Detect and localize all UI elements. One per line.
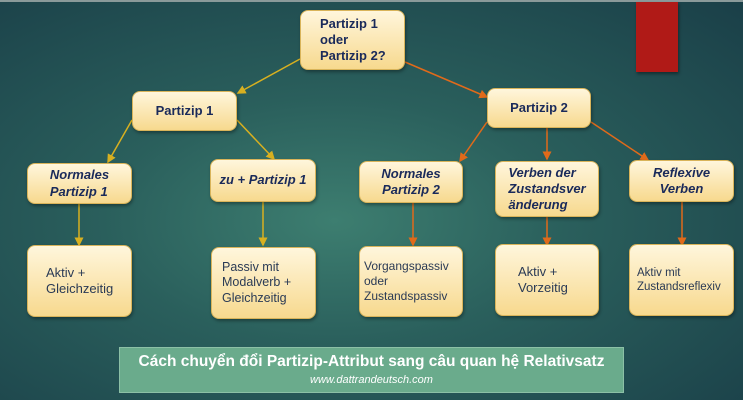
aktiv-zustandsreflexiv-node: Aktiv mit Zustandsreflexiv	[629, 244, 734, 316]
normales-partizip-1-node: Normales Partizip 1	[27, 163, 132, 204]
vorgangspassiv-node: Vorgangspassiv oder Zustandspassiv	[359, 246, 463, 317]
caption-banner: Cách chuyển đổi Partizip-Attribut sang c…	[119, 347, 624, 393]
root-node: Partizip 1 oder Partizip 2?	[300, 10, 405, 70]
arrow	[236, 58, 301, 94]
arrow	[236, 119, 276, 161]
aktiv-gleichzeitig-node: Aktiv + Gleichzeitig	[27, 245, 132, 317]
reflexive-verben-node: Reflexive Verben	[629, 160, 734, 202]
banner-url: www.dattrandeutsch.com	[310, 374, 433, 386]
partizip-1-node: Partizip 1	[132, 91, 237, 131]
arrow	[404, 61, 489, 99]
arrow	[107, 119, 133, 164]
arrow	[590, 121, 650, 161]
arrow	[459, 121, 488, 163]
passiv-modalverb-node: Passiv mit Modalverb + Gleichzeitig	[211, 247, 316, 319]
normales-partizip-2-node: Normales Partizip 2	[359, 161, 463, 203]
partizip-2-node: Partizip 2	[487, 88, 591, 128]
zustandsveraenderung-node: Verben der Zustandsver änderung	[495, 161, 599, 217]
red-accent-bar	[636, 2, 678, 72]
aktiv-vorzeitig-node: Aktiv + Vorzeitig	[495, 244, 599, 316]
zu-partizip-1-node: zu + Partizip 1	[210, 159, 316, 202]
banner-title: Cách chuyển đổi Partizip-Attribut sang c…	[138, 353, 605, 370]
